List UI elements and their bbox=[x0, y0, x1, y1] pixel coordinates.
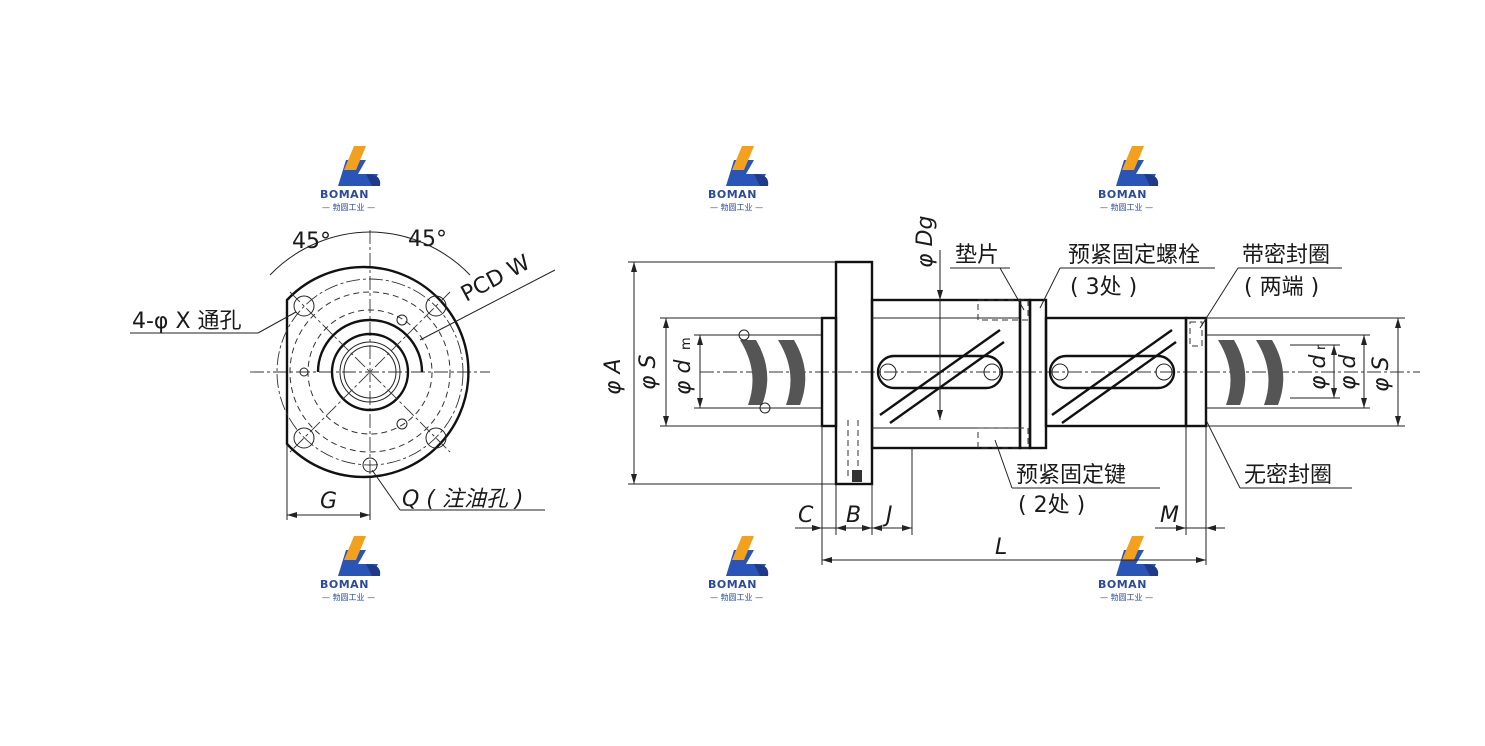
dim-phi-d-label: φ d bbox=[1336, 353, 1361, 390]
flange-section bbox=[834, 260, 874, 486]
dim-m-label: M bbox=[1160, 503, 1179, 528]
dim-phi-s-right-label: φ S bbox=[1369, 356, 1394, 392]
gasket-label: 垫片 bbox=[955, 243, 999, 268]
oil-hole-label: Q ( 注油孔 ) bbox=[402, 487, 523, 512]
dim-phi-dm-label: φ d bbox=[671, 358, 696, 395]
mounting-hole-4 bbox=[425, 427, 447, 449]
dim-phi-dr-label: φ d bbox=[1306, 353, 1331, 390]
dim-phi-a-label: φ A bbox=[601, 358, 626, 395]
watermark-brand: BOMAN bbox=[708, 578, 757, 591]
dim-g-label: G bbox=[320, 489, 337, 514]
mounting-hole-2 bbox=[425, 295, 447, 317]
dim-j-label: J bbox=[882, 503, 893, 528]
angle-right-label: 45° bbox=[408, 227, 447, 252]
watermark-logo-2: BOMAN — 勃圆工业 — bbox=[708, 146, 769, 212]
dim-l-label: L bbox=[995, 535, 1007, 560]
preload-key-qty: ( 2处 ) bbox=[1018, 493, 1085, 518]
nut-body-left bbox=[870, 298, 1022, 450]
holes-label: 4-φ X 通孔 bbox=[132, 309, 242, 334]
watermark-brand: BOMAN bbox=[708, 188, 757, 201]
watermark-subtitle: — 勃圆工业 — bbox=[710, 202, 763, 212]
side-view: φ A φ S φ d m φ Dg 垫片 预紧固定螺栓 ( 3处 ) 带密封圈… bbox=[601, 216, 1420, 565]
watermark-subtitle: — 勃圆工业 — bbox=[710, 592, 763, 602]
watermark-logo-1: BOMAN — 勃圆工业 — bbox=[320, 146, 381, 212]
watermark-brand: BOMAN bbox=[320, 578, 369, 591]
pcd-label: PCD W bbox=[457, 250, 535, 307]
watermark-brand: BOMAN bbox=[1098, 188, 1147, 201]
preload-bolt-label: 预紧固定螺栓 bbox=[1068, 243, 1200, 268]
with-seal-qty: ( 两端 ) bbox=[1244, 275, 1319, 300]
preload-bolt-qty: ( 3处 ) bbox=[1070, 275, 1137, 300]
watermark-brand: BOMAN bbox=[320, 188, 369, 201]
watermark-logo-4: BOMAN — 勃圆工业 — bbox=[320, 536, 381, 602]
angle-left-label: 45° bbox=[292, 229, 331, 254]
nut-bore bbox=[330, 332, 410, 412]
preload-key-label: 预紧固定键 bbox=[1016, 463, 1126, 488]
dim-phi-dg-label: φ Dg bbox=[913, 216, 938, 268]
watermark-logo-3: BOMAN — 勃圆工业 — bbox=[1098, 146, 1159, 212]
mounting-hole-1 bbox=[293, 295, 315, 317]
watermark-brand: BOMAN bbox=[1098, 578, 1147, 591]
flange-outline bbox=[285, 265, 470, 479]
watermark-subtitle: — 勃圆工业 — bbox=[1100, 592, 1153, 602]
dim-phi-dr-subscript: r bbox=[1314, 344, 1329, 350]
dim-b-label: B bbox=[846, 503, 861, 528]
watermark-logo-6: BOMAN — 勃圆工业 — bbox=[1098, 536, 1159, 602]
dim-phi-s-left-label: φ S bbox=[636, 354, 661, 390]
oil-hole bbox=[362, 457, 378, 473]
with-seal-label: 带密封圈 bbox=[1242, 243, 1330, 268]
watermark-subtitle: — 勃圆工业 — bbox=[1100, 202, 1153, 212]
watermark-subtitle: — 勃圆工业 — bbox=[322, 592, 375, 602]
dim-c-label: C bbox=[798, 503, 814, 528]
front-view: 45° 45° PCD W 4-φ X 通孔 Q ( 注油孔 ) G bbox=[130, 227, 556, 520]
mounting-hole-3 bbox=[293, 427, 315, 449]
no-seal-label: 无密封圈 bbox=[1244, 463, 1332, 488]
dim-phi-dm-subscript: m bbox=[679, 337, 694, 350]
watermark-logo-5: BOMAN — 勃圆工业 — bbox=[708, 536, 769, 602]
watermark-subtitle: — 勃圆工业 — bbox=[322, 202, 375, 212]
